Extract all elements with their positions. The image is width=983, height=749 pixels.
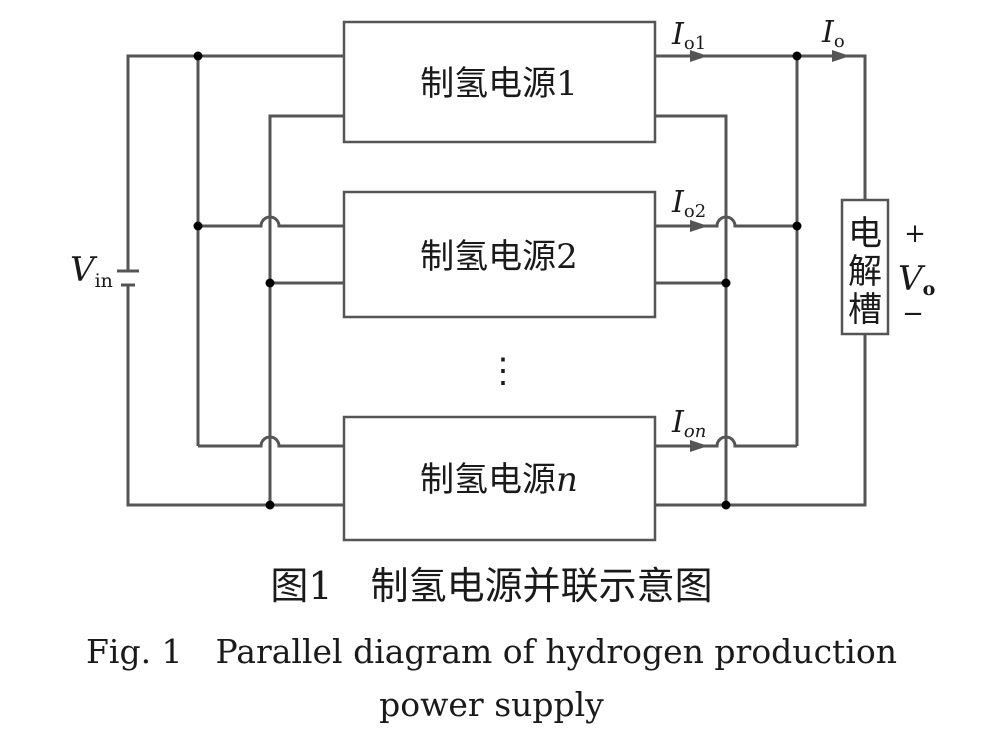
arrow-io1 (690, 50, 708, 62)
current-io-label: Io (821, 15, 845, 52)
wire-module1-negative-out (655, 114, 728, 505)
current-ion-subscript: on (684, 421, 706, 442)
module-n-label-text: 制氢电源 (420, 460, 556, 500)
wire-io1 (655, 54, 867, 200)
arrow-io2 (690, 220, 708, 232)
module-n-label: 制氢电源n (420, 460, 578, 500)
vo-subscript: o (923, 278, 936, 300)
current-ion-symbol: I (671, 405, 685, 440)
caption-english-line2: power supply (379, 685, 604, 724)
caption-english-line1: Fig. 1 Parallel diagram of hydrogen prod… (86, 632, 897, 671)
module-1-label: 制氢电源1 (420, 64, 578, 104)
current-io-subscript: o (834, 31, 845, 52)
current-io1-label: Io1 (671, 17, 706, 54)
current-io-symbol: I (821, 15, 835, 50)
current-io2-label: Io2 (671, 185, 706, 222)
electrolyzer-char-3: 槽 (848, 290, 882, 330)
arrow-io (832, 50, 850, 62)
module-1-box (342, 20, 657, 144)
electrolyzer-char-2: 解 (848, 252, 882, 292)
current-io1-subscript: o1 (684, 33, 706, 54)
plus-sign: + (904, 219, 926, 249)
module-n-box (342, 415, 657, 542)
wire-vin-negative (126, 285, 344, 507)
wire-negative-bus (268, 114, 344, 505)
electrolyzer-box (840, 198, 890, 336)
vo-symbol: V (898, 259, 926, 299)
current-io1-symbol: I (671, 17, 685, 52)
ellipsis: ⋮ (486, 351, 520, 391)
vin-symbol: V (70, 250, 98, 290)
minus-sign: − (902, 299, 924, 329)
current-io2-subscript: o2 (684, 201, 706, 222)
module-2-box (342, 190, 657, 319)
vin-label: Vin (70, 250, 113, 292)
arrow-ion (690, 440, 708, 452)
wire-output-negative (655, 334, 867, 507)
junction-dots (193, 51, 802, 510)
wire-vin-positive (126, 54, 344, 271)
caption-chinese: 图1 制氢电源并联示意图 (270, 564, 713, 608)
vo-label: Vo (898, 259, 935, 300)
vin-subscript: in (95, 270, 113, 292)
electrolyzer-char-1: 电 (848, 214, 882, 254)
current-ion-label: Ion (671, 405, 706, 442)
current-io2-symbol: I (671, 185, 685, 220)
module-2-label: 制氢电源2 (420, 237, 578, 277)
module-n-label-suffix: n (556, 460, 578, 500)
